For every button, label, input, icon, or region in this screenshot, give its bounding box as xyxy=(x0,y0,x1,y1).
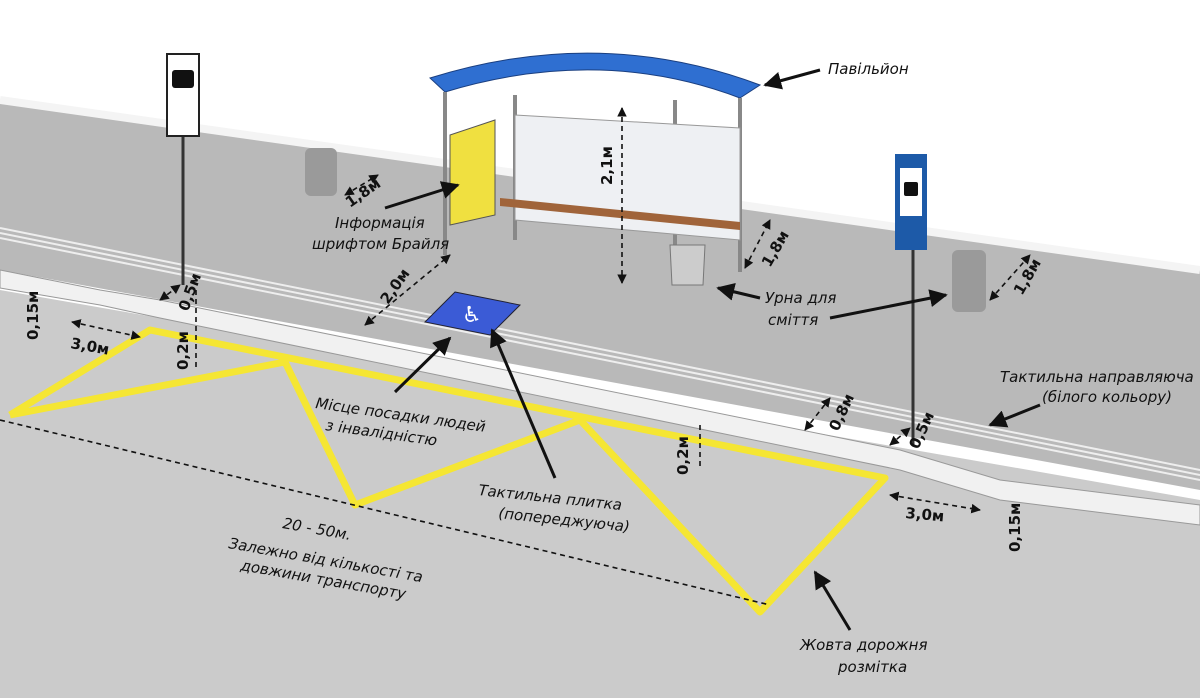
label-bin-1: Урна для xyxy=(765,289,836,307)
label-pavilion: Павільйон xyxy=(828,60,909,78)
bus-stop-sign-left xyxy=(166,53,200,285)
wheelchair-icon: ♿ xyxy=(462,303,482,328)
label-braille-2: шрифтом Брайля xyxy=(312,235,449,253)
bus-stop-sign-right xyxy=(895,154,927,445)
label-braille-1: Інформація xyxy=(335,214,425,232)
yellow-road-marking xyxy=(8,326,889,616)
label-guide-1: Тактильна направляюча xyxy=(1000,368,1194,386)
dim-pavilion-height: 2,1м xyxy=(598,146,616,185)
label-bin-2: сміття xyxy=(768,311,818,329)
tactile-guide-strip xyxy=(0,227,1200,481)
dim-ramp-right: 0,15м xyxy=(1006,503,1024,552)
dim-ramp-left: 0,15м xyxy=(24,291,42,340)
dim-curb-right: 0,2м xyxy=(674,436,692,475)
label-yellow-1: Жовта дорожня xyxy=(799,636,927,654)
trash-bin-right xyxy=(952,250,986,312)
dim-taper-right: 3,0м xyxy=(905,504,945,525)
label-yellow-2: розмітка xyxy=(837,658,907,676)
trash-bin-left xyxy=(305,148,337,196)
label-guide-2: (білого кольору) xyxy=(1042,388,1172,406)
dim-curb-left: 0,2м xyxy=(174,331,192,370)
dimension-lines xyxy=(0,107,1031,606)
sidewalk xyxy=(0,100,1200,490)
callout-arrows xyxy=(384,68,1041,631)
